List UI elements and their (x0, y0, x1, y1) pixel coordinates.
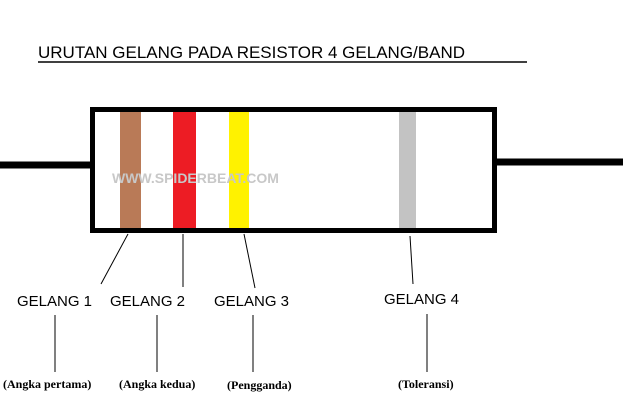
band-1-pointer (100, 233, 129, 285)
watermark-text: WWW.SPIDERBEAT.COM (112, 170, 279, 186)
band-4-pointer (409, 235, 414, 285)
band-1-stripe (120, 111, 141, 230)
band-3-pointer (243, 233, 256, 289)
band-1-label: GELANG 1 (17, 293, 92, 310)
band-3-label: GELANG 3 (214, 293, 289, 310)
band-2-description: (Angka kedua) (119, 377, 195, 391)
band-1-description: (Angka pertama) (3, 377, 91, 391)
band-4-stripe (399, 111, 416, 230)
band-2-label: GELANG 2 (110, 293, 185, 310)
band-4-label: GELANG 4 (384, 291, 459, 308)
band-2-stripe (173, 111, 196, 230)
diagram-title: URUTAN GELANG PADA RESISTOR 4 GELANG/BAN… (38, 43, 465, 62)
band-3-description: (Pengganda) (227, 378, 292, 392)
band-4-description: (Toleransi) (398, 377, 454, 391)
resistor-body (90, 107, 497, 233)
band-3-stripe (229, 111, 249, 230)
